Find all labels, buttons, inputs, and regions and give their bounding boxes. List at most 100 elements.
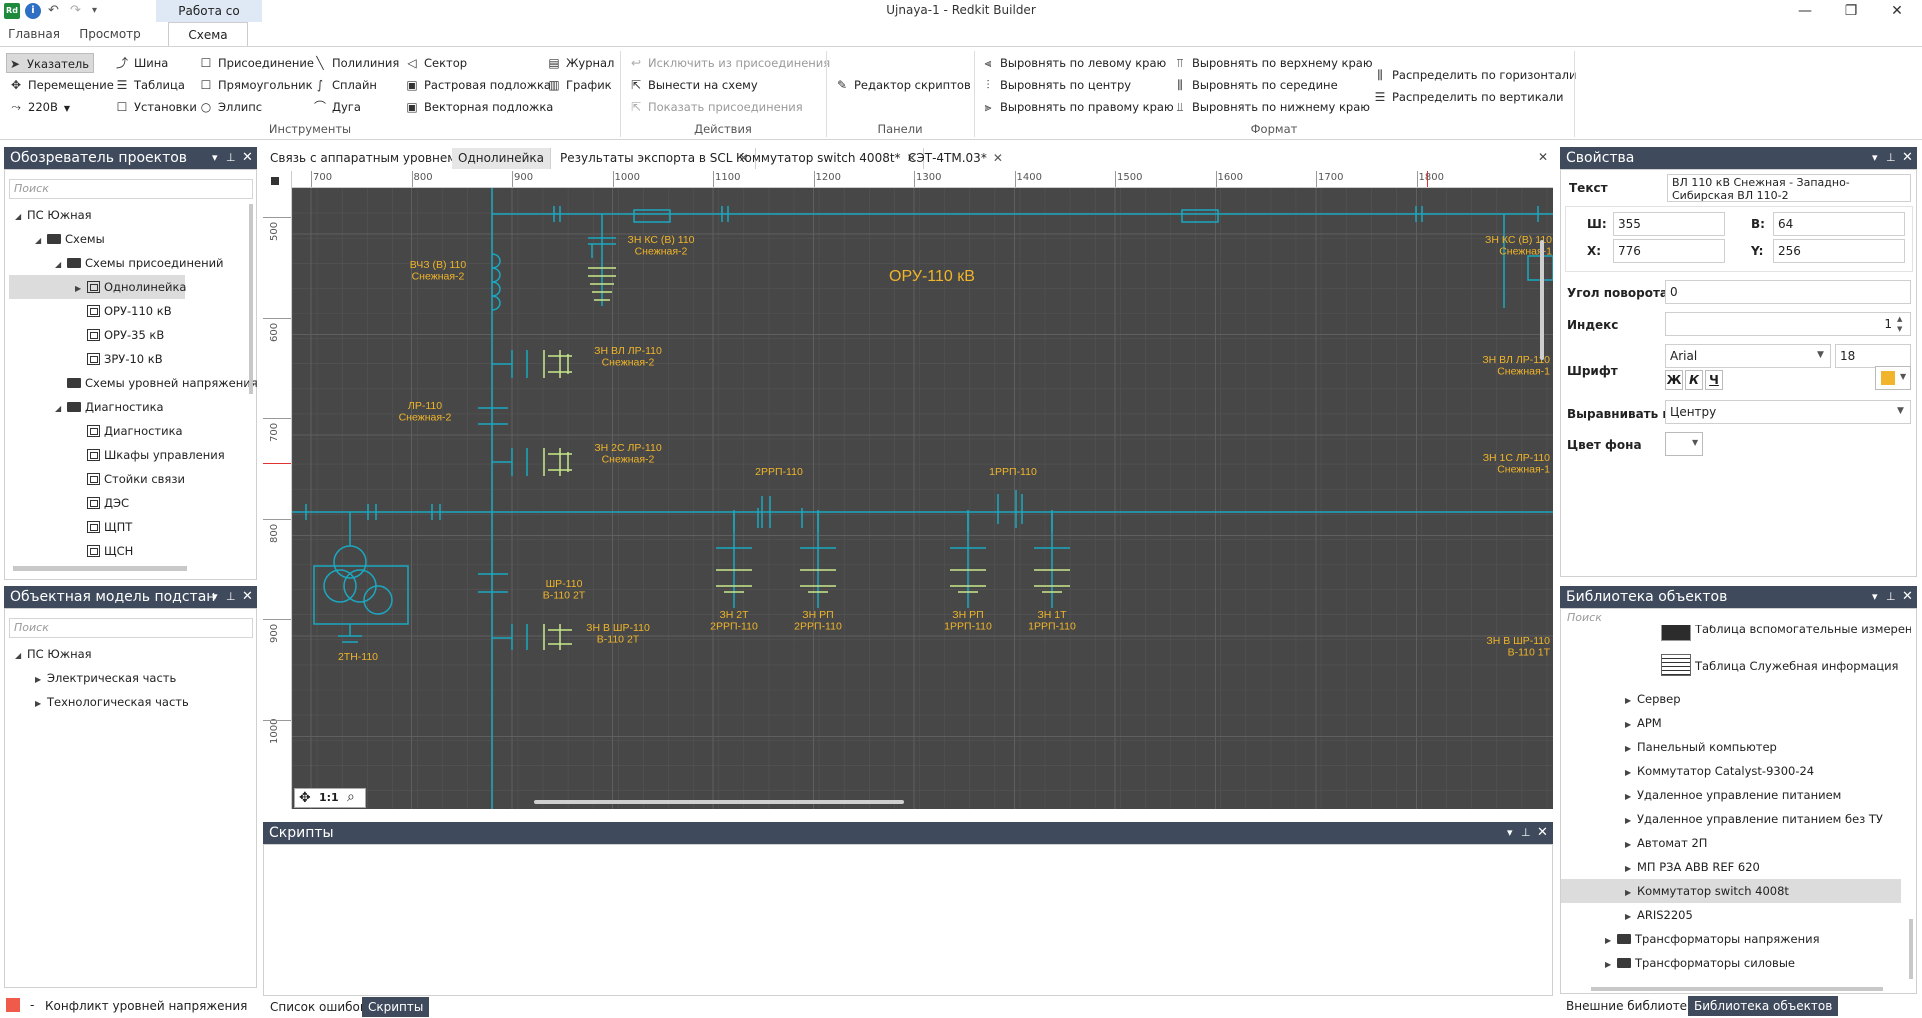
- y-field[interactable]: 256: [1773, 239, 1905, 263]
- tab-errors[interactable]: Список ошибок: [270, 1000, 368, 1014]
- ellipse-button[interactable]: ○Эллипс: [198, 97, 262, 117]
- script-editor-button[interactable]: ✎Редактор скриптов: [834, 75, 971, 95]
- tab-set-4tm[interactable]: СЭТ-4ТМ.03*✕: [902, 148, 1009, 169]
- tab-switch-4008t[interactable]: Коммутатор switch 4008t*✕: [730, 148, 924, 169]
- vector-underlay-button[interactable]: ▣Векторная подложка: [404, 97, 553, 117]
- tab-hardware-link[interactable]: Связь с аппаратным уровнем: [264, 148, 464, 169]
- close-icon[interactable]: ✕: [1902, 150, 1913, 165]
- scale-1-1-button[interactable]: 1:1: [319, 791, 339, 804]
- library-item-switch-4008t[interactable]: ▶Коммутатор switch 4008t: [1561, 879, 1901, 903]
- redo-icon[interactable]: ↷: [70, 3, 81, 18]
- expand-icon[interactable]: ◢: [35, 236, 42, 245]
- scripts-panel-body[interactable]: [263, 844, 1553, 996]
- collapse-icon[interactable]: ▶: [1625, 888, 1632, 897]
- align-right-button[interactable]: ⫸Выровнять по правому краю: [980, 97, 1174, 117]
- tab-object-library[interactable]: Библиотека объектов: [1688, 996, 1839, 1016]
- panel-menu-icon[interactable]: ▾: [212, 590, 218, 603]
- align-center-button[interactable]: ⫶Выровнять по центру: [980, 75, 1131, 95]
- tab-external-libraries[interactable]: Внешние библиотеки: [1566, 999, 1703, 1013]
- collapse-icon[interactable]: ▶: [1605, 936, 1612, 945]
- collapse-icon[interactable]: ▶: [35, 699, 42, 708]
- tree-item-des[interactable]: ДЭС: [9, 491, 249, 515]
- rectangle-button[interactable]: ☐Прямоугольник: [198, 75, 313, 95]
- library-item-panel-pc[interactable]: ▶Панельный компьютер: [1561, 735, 1901, 759]
- tree-item-control-cabinets[interactable]: Шкафы управления: [9, 443, 249, 467]
- collapse-icon[interactable]: ▶: [1625, 768, 1632, 777]
- collapse-icon[interactable]: ▶: [1625, 792, 1632, 801]
- expand-icon[interactable]: ◢: [55, 260, 62, 269]
- info-icon[interactable]: i: [25, 3, 41, 19]
- tree-item-connection-schemes[interactable]: ◢Схемы присоединений: [9, 251, 249, 275]
- text-field[interactable]: ВЛ 110 кВ Снежная - Западно-Сибирская ВЛ…: [1667, 174, 1911, 202]
- tree-item-electrical[interactable]: ▶Электрическая часть: [9, 666, 249, 690]
- tree-item-technological[interactable]: ▶Технологическая часть: [9, 690, 249, 714]
- voltage-dropdown[interactable]: ⤳220В▼: [8, 97, 70, 117]
- tree-horizontal-scrollbar[interactable]: [13, 566, 187, 571]
- sector-button[interactable]: ◁Сектор: [404, 53, 467, 73]
- collapse-icon[interactable]: ▶: [1625, 864, 1632, 873]
- canvas-vertical-scrollbar[interactable]: [1540, 240, 1544, 360]
- close-icon[interactable]: ✕: [1537, 825, 1548, 840]
- tree-item-diagnostics[interactable]: Диагностика: [9, 419, 249, 443]
- bring-out-button[interactable]: ⇱Вынести на схему: [628, 75, 758, 95]
- raster-underlay-button[interactable]: ▣Растровая подложка: [404, 75, 551, 95]
- close-button[interactable]: ✕: [1891, 3, 1903, 19]
- library-item-breaker-2p[interactable]: ▶Автомат 2П: [1561, 831, 1901, 855]
- tree-item-voltage-level-schemes[interactable]: Схемы уровней напряжения: [9, 371, 258, 395]
- app-icon[interactable]: Rd: [4, 3, 20, 19]
- distribute-horizontal-button[interactable]: ⫼Распределить по горизонтали: [1372, 65, 1576, 85]
- tab-scl-export[interactable]: Результаты экспорта в SCL✕: [554, 148, 756, 169]
- panel-menu-icon[interactable]: ▾: [212, 151, 218, 164]
- collapse-icon[interactable]: ▶: [1625, 720, 1632, 729]
- tree-vertical-scrollbar[interactable]: [249, 204, 253, 394]
- show-connections-button[interactable]: ⇱Показать присоединения: [628, 97, 803, 117]
- close-icon[interactable]: ✕: [242, 150, 253, 165]
- table-button[interactable]: ☰Таблица: [114, 75, 185, 95]
- tree-item-schemes[interactable]: ◢Схемы: [9, 227, 249, 251]
- spline-button[interactable]: ∫Сплайн: [312, 75, 377, 95]
- polyline-button[interactable]: ╲Полилиния: [312, 53, 399, 73]
- undo-icon[interactable]: ↶: [48, 3, 59, 18]
- pan-icon[interactable]: ✥: [299, 790, 311, 806]
- font-family-select[interactable]: Arial: [1665, 344, 1831, 368]
- tab-home[interactable]: Главная: [8, 27, 60, 41]
- expand-icon[interactable]: ◢: [15, 212, 22, 221]
- library-item-service-table[interactable]: Таблица Служебная информация: [1661, 651, 1911, 681]
- distribute-vertical-button[interactable]: ☰Распределить по вертикали: [1372, 87, 1564, 107]
- pin-icon[interactable]: ⊥: [1521, 826, 1531, 839]
- quick-access-dropdown-icon[interactable]: ▾: [92, 5, 98, 16]
- tree-item-ps-yuzhnaya[interactable]: ◢ПС Южная: [9, 642, 249, 666]
- library-item-remote-power[interactable]: ▶Удаленное управление питанием: [1561, 783, 1901, 807]
- rotation-field[interactable]: 0: [1665, 280, 1911, 304]
- library-item-voltage-transformers[interactable]: ▶Трансформаторы напряжения: [1561, 927, 1901, 951]
- connection-button[interactable]: ☐Присоединение: [198, 53, 314, 73]
- library-horizontal-scrollbar[interactable]: [1591, 987, 1883, 991]
- close-icon[interactable]: ✕: [1902, 589, 1913, 604]
- tab-schema[interactable]: Схема: [168, 22, 248, 46]
- library-search-input[interactable]: Поиск: [1563, 609, 1913, 629]
- close-icon[interactable]: ✕: [992, 151, 1003, 165]
- background-color-picker[interactable]: ▼: [1665, 432, 1703, 456]
- document-close-icon[interactable]: ✕: [1538, 150, 1549, 164]
- expand-icon[interactable]: ◢: [55, 404, 62, 413]
- tree-item-shchpt[interactable]: ЩПТ: [9, 515, 249, 539]
- collapse-icon[interactable]: ▶: [1625, 744, 1632, 753]
- align-bottom-button[interactable]: ⫫Выровнять по нижнему краю: [1172, 97, 1370, 117]
- canvas-horizontal-scrollbar[interactable]: [534, 800, 904, 804]
- bold-button[interactable]: Ж: [1665, 370, 1683, 390]
- close-icon[interactable]: ✕: [242, 589, 253, 604]
- object-model-search-input[interactable]: Поиск: [9, 618, 253, 638]
- library-item-catalyst[interactable]: ▶Коммутатор Catalyst-9300-24: [1561, 759, 1901, 783]
- height-field[interactable]: 64: [1773, 212, 1905, 236]
- collapse-icon[interactable]: ▶: [75, 284, 82, 293]
- collapse-icon[interactable]: ▶: [35, 675, 42, 684]
- align-left-button[interactable]: ⫷Выровнять по левому краю: [980, 53, 1167, 73]
- font-size-field[interactable]: 18: [1835, 344, 1911, 368]
- tree-item-ps-yuzhnaya[interactable]: ◢ПС Южная: [9, 203, 249, 227]
- library-item-remote-power-no-tu[interactable]: ▶Удаленное управление питанием без ТУ: [1561, 807, 1901, 831]
- pointer-button[interactable]: ➤Указатель: [6, 53, 95, 73]
- expand-icon[interactable]: ◢: [15, 651, 22, 660]
- align-select[interactable]: Центру: [1665, 400, 1911, 424]
- panel-menu-icon[interactable]: ▾: [1507, 826, 1513, 839]
- collapse-icon[interactable]: ▶: [1605, 960, 1612, 969]
